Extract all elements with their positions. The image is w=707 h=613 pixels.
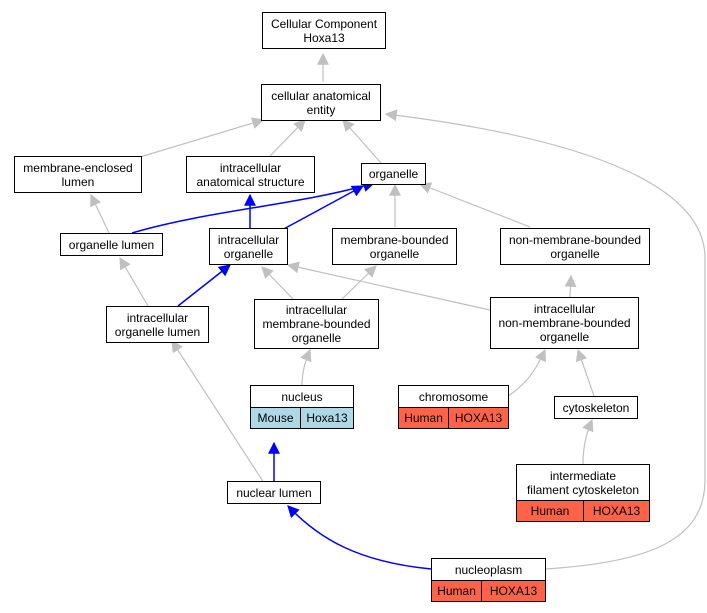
edge-mel-to-cae [139,117,265,158]
chromosome-annotation: Human HOXA13 [398,408,509,429]
edge-nucleus-to-imbo [300,348,312,386]
node-intracellular-organelle[interactable]: intracellular organelle [209,228,288,265]
edge-iol-to-orglumen [119,256,149,307]
node-intracellular-non-membrane-bounded-organelle[interactable]: intracellular non-membrane-bounded organ… [490,297,639,349]
node-cytoskeleton-label: cytoskeleton [562,400,630,415]
node-nucleoplasm[interactable]: nucleoplasm [431,558,546,581]
nucleoplasm-species: Human [437,584,476,598]
nucleoplasm-annotation: Human HOXA13 [431,581,546,602]
node-membrane-bounded-organelle-label: membrane-bounded organelle [340,232,449,261]
node-intermediate-filament-cytoskeleton-label: intermediate filament cytoskeleton [526,468,640,497]
node-organelle-lumen[interactable]: organelle lumen [60,233,163,256]
node-intracellular-non-membrane-bounded-organelle-label: intracellular non-membrane-bounded organ… [498,302,631,344]
nucleoplasm-gene: HOXA13 [481,581,545,601]
edge-nucleoplasm-to-nuclearlumen [287,505,432,570]
node-nucleoplasm-label: nucleoplasm [454,562,523,577]
node-nuclear-lumen-label: nuclear lumen [236,485,312,500]
node-cellular-anatomical-entity[interactable]: cellular anatomical entity [261,84,381,121]
node-non-membrane-bounded-organelle[interactable]: non-membrane-bounded organelle [500,228,650,265]
intermediate-filament-cytoskeleton-gene: HOXA13 [583,501,649,521]
node-membrane-enclosed-lumen-label: membrane-enclosed lumen [23,160,133,189]
node-root-label: Cellular Component Hoxa13 [270,16,378,45]
edge-orglumen-to-organelle [131,180,376,234]
node-intracellular-membrane-bounded-organelle-label: intracellular membrane-bounded organelle [262,303,371,345]
chromosome-species: Human [404,411,443,425]
node-non-membrane-bounded-organelle-label: non-membrane-bounded organelle [508,232,642,261]
node-organelle-label: organelle [368,167,419,181]
edge-cytoskeleton-to-inmbo [575,348,595,397]
node-membrane-enclosed-lumen[interactable]: membrane-enclosed lumen [14,156,142,193]
node-intracellular-organelle-label: intracellular organelle [217,232,280,261]
edge-nuclearlumen-to-iol [171,339,265,484]
node-cellular-anatomical-entity-label: cellular anatomical entity [271,88,371,117]
edge-iol-to-io [177,264,231,307]
node-cytoskeleton[interactable]: cytoskeleton [554,396,638,419]
node-nucleus-label: nucleus [281,389,323,404]
edge-nmbo-to-organelle [418,182,531,228]
edge-io-to-organelle [279,185,365,232]
node-root[interactable]: Cellular Component Hoxa13 [262,12,386,49]
node-membrane-bounded-organelle[interactable]: membrane-bounded organelle [332,228,457,265]
node-intracellular-organelle-lumen-label: intracellular organelle lumen [114,310,201,339]
edge-inmbo-to-io [286,261,491,311]
node-intracellular-anatomical-structure[interactable]: intracellular anatomical structure [186,156,315,193]
edge-nucleoplasm-to-cae [384,109,706,570]
node-intracellular-membrane-bounded-organelle[interactable]: intracellular membrane-bounded organelle [254,299,379,349]
node-nucleus[interactable]: nucleus [250,385,354,408]
node-nuclear-lumen[interactable]: nuclear lumen [227,481,321,504]
edge-imbo-to-mbo [341,265,377,300]
node-organelle-lumen-label: organelle lumen [68,237,155,252]
edge-chromosome-to-inmbo [507,348,546,397]
chromosome-gene: HOXA13 [448,408,508,428]
edge-inmbo-to-nmbo [564,274,577,298]
edge-orglumen-to-mel [90,193,110,234]
edge-ias-to-cae [269,119,306,157]
node-intermediate-filament-cytoskeleton[interactable]: intermediate filament cytoskeleton [516,464,650,501]
node-intracellular-anatomical-structure-label: intracellular anatomical structure [196,160,305,189]
nucleus-annotation: Mouse Hoxa13 [250,408,354,429]
nucleus-species: Mouse [257,411,294,425]
edge-imbo-to-io [261,266,294,300]
node-chromosome[interactable]: chromosome [398,385,509,408]
edge-ifc-to-cytoskeleton [582,418,594,465]
node-organelle[interactable]: organelle [361,163,426,185]
edge-organelle-to-cae [342,119,382,164]
intermediate-filament-cytoskeleton-annotation: Human HOXA13 [516,501,650,522]
node-chromosome-label: chromosome [418,389,489,404]
nucleus-gene: Hoxa13 [300,408,353,428]
node-intracellular-organelle-lumen[interactable]: intracellular organelle lumen [106,306,209,343]
intermediate-filament-cytoskeleton-species: Human [530,504,570,518]
